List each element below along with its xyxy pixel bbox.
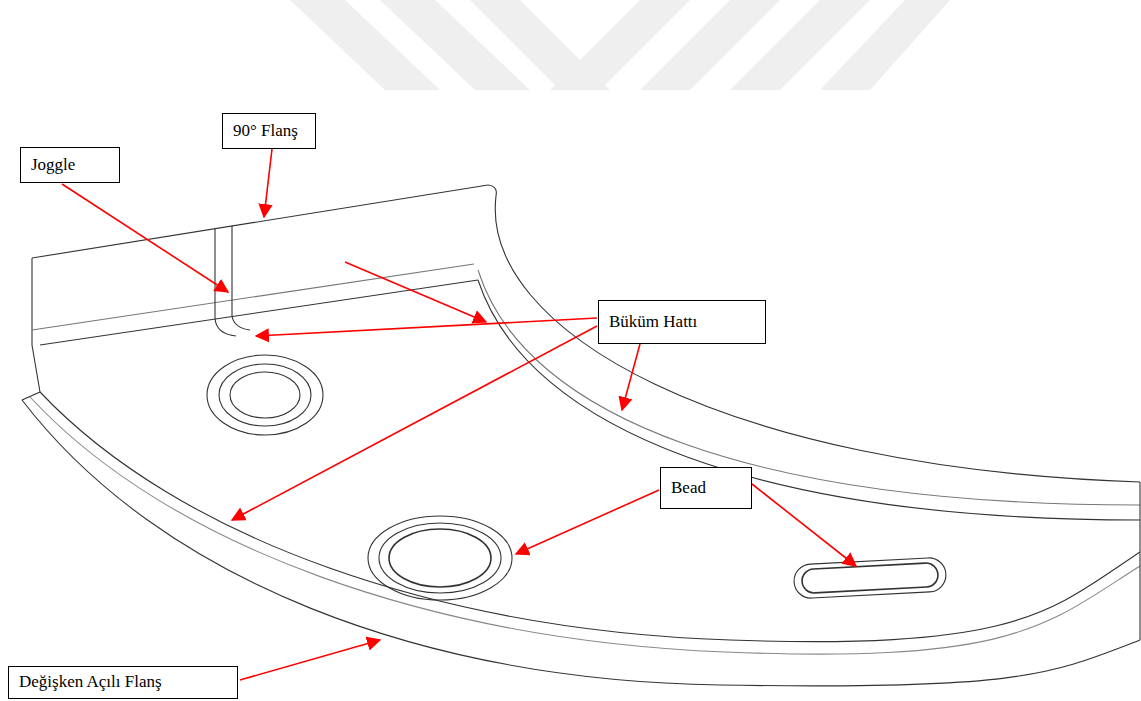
sheet-metal-part — [22, 185, 1140, 686]
leader-arrow — [622, 344, 640, 410]
watermark — [290, 0, 950, 90]
leader-arrow — [240, 640, 380, 680]
leader-lines — [62, 149, 856, 680]
slot-bead — [793, 557, 947, 599]
callout-box: Büküm Hattı — [598, 300, 766, 344]
leader-arrow — [345, 262, 486, 322]
callout-box: Joggle — [20, 147, 120, 183]
flange-end-edge — [31, 258, 32, 345]
flange-curl — [488, 185, 496, 196]
callout-label: Büküm Hattı — [609, 312, 697, 332]
callout-box: 90° Flanş — [222, 113, 316, 149]
bend-line — [32, 264, 474, 330]
callout-box: Bead — [660, 467, 752, 509]
inner-flange-edge — [495, 196, 1140, 482]
part-end-edge — [1139, 482, 1140, 640]
flange-end-edge — [22, 392, 40, 400]
callout-label: Değişken Açılı Flanş — [19, 672, 162, 692]
leader-arrow — [264, 149, 272, 217]
flange-outer-edge — [22, 400, 1140, 686]
bead — [207, 355, 323, 435]
leader-arrow — [256, 318, 597, 336]
bead — [379, 523, 501, 593]
bend-line — [40, 392, 1140, 642]
floor-end-edge — [32, 345, 40, 392]
callout-label: Bead — [671, 478, 706, 498]
bend-line — [478, 280, 1140, 520]
callout-label: Joggle — [31, 155, 75, 175]
leader-arrow — [62, 184, 228, 292]
bead-hole — [389, 529, 491, 587]
leader-arrow — [516, 490, 659, 554]
bend-line — [478, 270, 1140, 505]
bead — [219, 364, 311, 426]
bend-line — [30, 397, 1140, 654]
slot-bead — [801, 562, 938, 593]
bead — [368, 516, 512, 600]
leader-arrow — [752, 484, 856, 566]
leader-arrow — [232, 326, 597, 520]
flange-top-edge — [32, 185, 488, 258]
callout-box: Değişken Açılı Flanş — [8, 666, 238, 699]
bead — [230, 372, 300, 418]
joggle-line — [232, 226, 250, 330]
callout-label: 90° Flanş — [233, 121, 298, 141]
